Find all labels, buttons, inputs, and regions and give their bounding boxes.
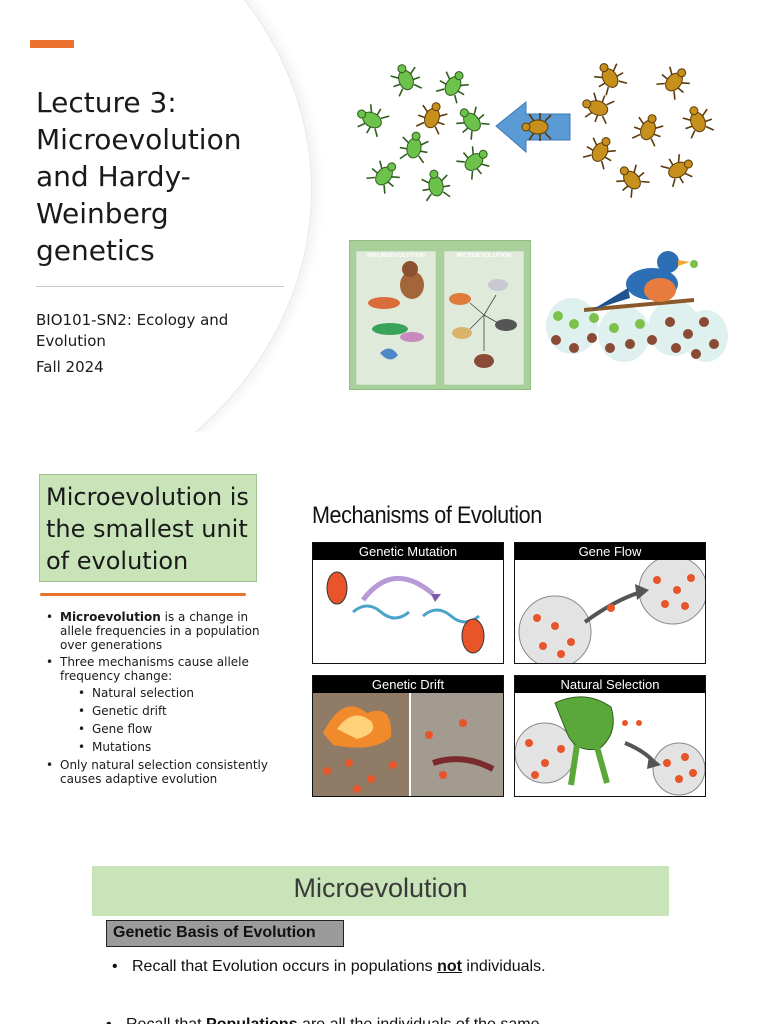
term-label: Fall 2024 <box>36 358 104 376</box>
title-band <box>92 866 669 916</box>
bullet-populations-definition: •Recall that Populations are all the ind… <box>106 1016 540 1024</box>
panel-heading: Gene Flow <box>515 543 705 560</box>
mechanisms-intro: Three mechanisms cause allele frequency … <box>60 655 249 683</box>
microevolution-label: MICROEVOLUTION <box>456 253 512 259</box>
term-populations: Populations <box>206 1016 298 1024</box>
bullet-marker: • <box>106 1016 126 1024</box>
emphasis-not: not <box>437 958 462 975</box>
panel-heading: Genetic Drift <box>313 676 503 693</box>
slide-title-box: Microevolution is the smallest unit of e… <box>39 474 257 582</box>
accent-bar <box>30 40 74 48</box>
subheading-box: Genetic Basis of Evolution <box>106 920 344 947</box>
bullet-populations-not-individuals: • Recall that Evolution occurs in populat… <box>112 958 546 976</box>
macro-micro-evolution-image: MACROEVOLUTION MICROEVOLUTION <box>349 240 531 390</box>
mechanism-sublist: Natural selection Genetic drift Gene flo… <box>60 685 274 755</box>
figure-title: Mechanisms of Evolution <box>312 502 542 529</box>
list-item: Only natural selection consistently caus… <box>44 758 274 786</box>
title-divider <box>36 286 284 287</box>
macroevolution-label: MACROEVOLUTION <box>367 253 425 259</box>
bullet-marker: • <box>112 958 118 975</box>
sub-list-item: Mutations <box>60 739 274 755</box>
macroevolution-panel <box>356 251 436 385</box>
genetic-drift-panel: Genetic Drift <box>312 675 504 797</box>
gene-flow-illustration <box>518 560 705 663</box>
panel-heading: Natural Selection <box>515 676 705 693</box>
slide-microevolution-mechanisms: Microevolution is the smallest unit of e… <box>0 452 768 832</box>
natural-selection-panel: Natural Selection <box>514 675 706 797</box>
bullet-text: Recall that <box>126 1016 206 1024</box>
list-item: Microevolution is a change in allele fre… <box>44 610 274 652</box>
slide-title: Microevolution <box>293 873 468 903</box>
gene-flow-panel: Gene Flow <box>514 542 706 664</box>
title-underline <box>40 593 246 596</box>
bird-predation-image <box>546 251 728 362</box>
slide-title: Microevolution is the smallest unit of e… <box>46 483 249 575</box>
sub-list-item: Natural selection <box>60 685 274 701</box>
beetle-population-image <box>350 58 717 203</box>
bullet-text: Recall that Evolution occurs in populati… <box>132 958 438 975</box>
list-item: Three mechanisms cause allele frequency … <box>44 655 274 755</box>
slide-title: Lecture 3: Microevolution and Hardy-Wein… <box>0 0 768 432</box>
sub-list-item: Gene flow <box>60 721 274 737</box>
mutation-illustration <box>326 571 485 654</box>
genetic-mutation-panel: Genetic Mutation <box>312 542 504 664</box>
natural-selection-illustration <box>515 696 705 796</box>
definition-text: is a change in allele frequencies in a p… <box>60 610 260 652</box>
panel-heading: Genetic Mutation <box>313 543 503 560</box>
lecture-title: Lecture 3: Microevolution and Hardy-Wein… <box>36 86 242 267</box>
sub-list-item: Genetic drift <box>60 703 274 719</box>
course-name: BIO101-SN2: Ecology and Evolution <box>36 311 229 350</box>
bullet-list: Microevolution is a change in allele fre… <box>44 610 274 789</box>
animal-illustrations <box>368 261 517 368</box>
bullet-text-end: are all the individuals of the same <box>298 1016 539 1024</box>
genetic-drift-illustration <box>313 693 503 796</box>
bullet-text-end: individuals. <box>461 958 546 975</box>
term-microevolution: Microevolution <box>60 610 161 624</box>
slide-microevolution: Microevolution Genetic Basis of Evolutio… <box>0 848 768 1024</box>
